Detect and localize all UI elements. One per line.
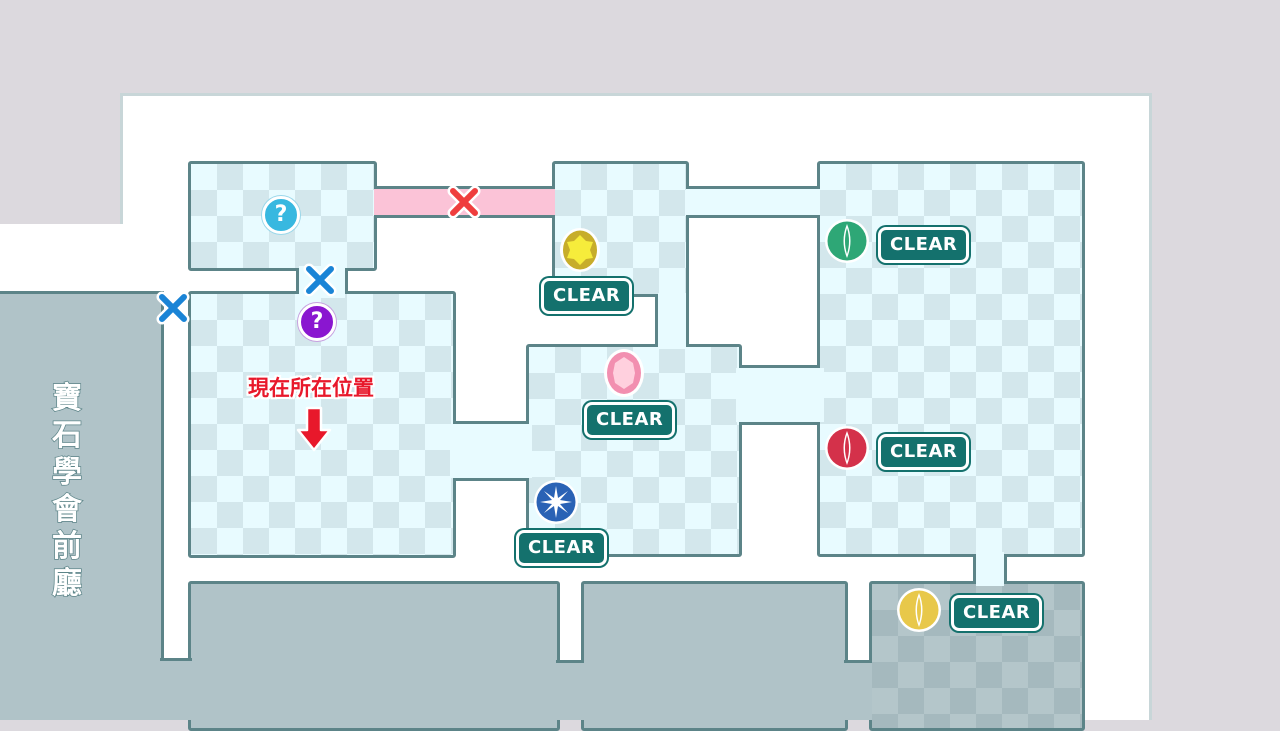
clear-badge-red-leaf[interactable]: CLEAR <box>878 434 970 470</box>
clear-badge-green-leaf[interactable]: CLEAR <box>878 227 970 263</box>
bottom-link-grey-3 <box>160 658 192 720</box>
clear-badge-blue-star[interactable]: CLEAR <box>516 530 608 566</box>
yellow-octagon-gem-icon <box>560 228 600 272</box>
down-arrow-icon <box>296 406 332 452</box>
map-floor-left-strip <box>0 224 160 294</box>
green-leaf-gem-icon <box>825 219 869 263</box>
red-leaf-gem-icon <box>825 426 869 470</box>
room-bottom-middle-locked <box>581 581 848 731</box>
room-bottom-left-locked <box>188 581 560 731</box>
front-hall-area <box>0 291 164 720</box>
x-blue-icon[interactable] <box>302 262 338 298</box>
x-blue-icon[interactable] <box>155 290 191 326</box>
clear-badge-yellow-leaf[interactable]: CLEAR <box>951 595 1043 631</box>
bottom-link-grey-2 <box>844 660 872 720</box>
bottom-link-grey-1 <box>556 660 584 720</box>
opening-center-right <box>736 368 824 422</box>
current-location-label: 現在所在位置 <box>248 376 374 400</box>
opening-top-right <box>686 189 820 215</box>
pink-oval-gem-icon <box>604 349 644 397</box>
clear-badge-yellow-octagon[interactable]: CLEAR <box>541 278 633 314</box>
room-top-middle <box>552 161 689 297</box>
question-mark-text: ? <box>310 309 324 334</box>
opening-left-center <box>450 424 532 478</box>
blue-star-gem-icon <box>534 480 578 524</box>
opening-vert-mid <box>658 293 686 349</box>
question-mark-text: ? <box>274 202 288 227</box>
question-purple-icon[interactable]: ? <box>298 303 336 341</box>
yellow-leaf-gem-icon <box>897 588 941 632</box>
x-red-icon[interactable] <box>446 184 482 220</box>
opening-bottom-right <box>976 580 1004 586</box>
question-cyan-icon[interactable]: ? <box>262 196 300 234</box>
area-name-vertical: 寶石學會前廳 <box>51 380 83 602</box>
clear-badge-pink-oval[interactable]: CLEAR <box>584 402 676 438</box>
